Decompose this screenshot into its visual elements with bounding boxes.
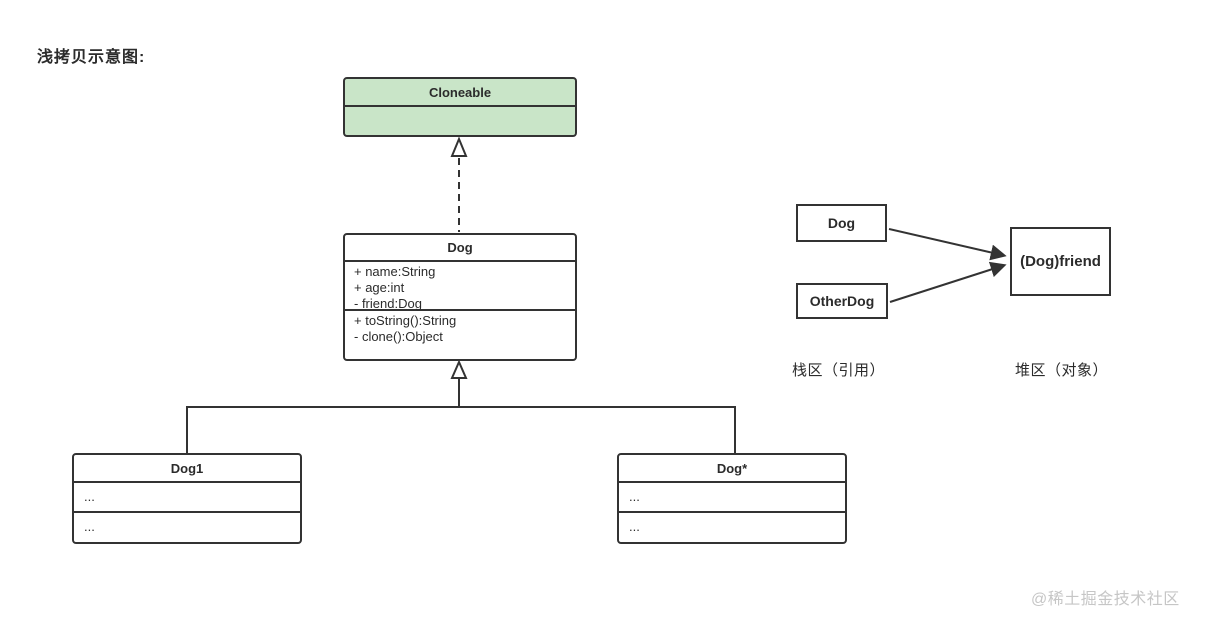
stack-ref-box-otherdog: OtherDog: [796, 283, 888, 319]
realization-arrow-dog-to-cloneable: [450, 136, 468, 232]
watermark: @稀土掘金技术社区: [1031, 591, 1180, 608]
heap-object-label: (Dog)friend: [1020, 253, 1101, 270]
method-item: - clone():Object: [354, 329, 443, 344]
stack-ref-box-dog: Dog: [796, 204, 887, 242]
class-row: ...: [619, 483, 845, 513]
class-box-dog1: Dog1 ... ...: [72, 453, 302, 544]
class-body-empty: [345, 107, 575, 111]
stack-caption: 栈区（引用）: [792, 362, 886, 379]
hollow-triangle-icon: [450, 136, 468, 157]
field-item: + age:int: [354, 280, 405, 295]
class-box-dog-star: Dog* ... ...: [617, 453, 847, 544]
generalization-arrow-children-to-dog: [186, 359, 736, 453]
field-item: - friend:Dog: [354, 296, 422, 311]
class-name: Dog: [345, 235, 575, 262]
class-box-dog: Dog + name:String + age:int - friend:Dog…: [343, 233, 577, 361]
hollow-triangle-icon: [450, 359, 468, 379]
class-row: ...: [629, 519, 640, 534]
class-row: ...: [74, 483, 300, 513]
class-name: Dog1: [74, 455, 300, 483]
field-item: + name:String: [354, 264, 436, 279]
reference-arrow-dog-to-friend: [888, 228, 1007, 261]
stack-ref-label: Dog: [827, 215, 856, 231]
heap-object-box-friend: (Dog)friend: [1010, 227, 1111, 296]
class-name: Dog*: [619, 455, 845, 483]
method-item: + toString():String: [354, 313, 457, 328]
stack-ref-label: OtherDog: [809, 293, 875, 309]
class-name: Cloneable: [345, 79, 575, 107]
class-fields: + name:String + age:int - friend:Dog: [345, 262, 575, 311]
heap-caption: 堆区（对象）: [1015, 362, 1109, 379]
page-title: 浅拷贝示意图:: [37, 49, 146, 66]
class-row: ...: [84, 519, 95, 534]
reference-arrow-otherdog-to-friend: [889, 261, 1007, 303]
class-box-cloneable: Cloneable: [343, 77, 577, 137]
class-methods: + toString():String - clone():Object: [345, 311, 575, 347]
